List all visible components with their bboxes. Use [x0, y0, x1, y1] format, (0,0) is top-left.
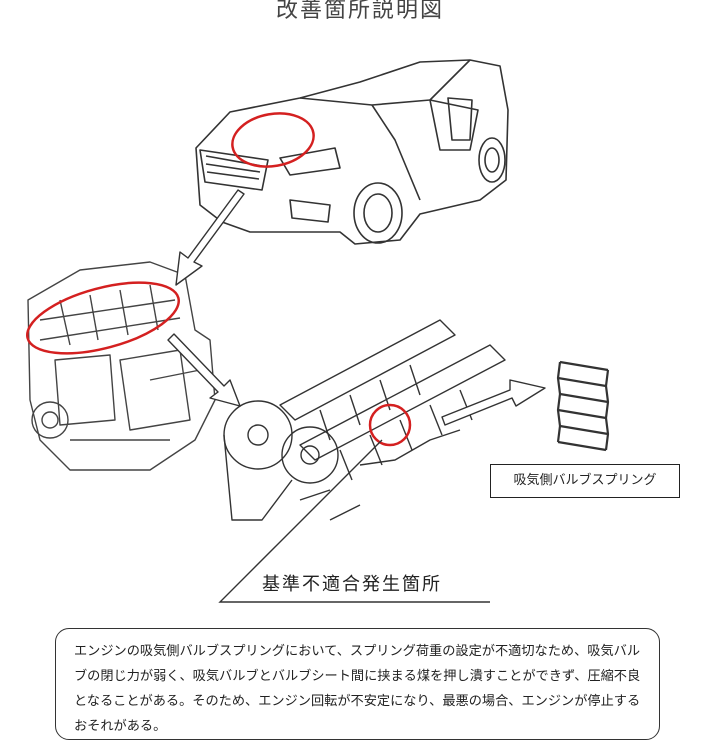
arrow-to-spring: [441, 379, 546, 426]
description-box: エンジンの吸気側バルブスプリングにおいて、スプリング荷重の設定が不適切なため、吸…: [55, 628, 660, 740]
valve-spring-highlight: [368, 403, 412, 447]
pointer-arrows: [167, 189, 546, 426]
arrow-car-to-engine: [175, 189, 245, 286]
page-title: 改善箇所説明図: [275, 0, 444, 23]
defect-leader-line: [218, 439, 490, 603]
camshaft-illustration: [223, 319, 506, 521]
spring-label: 吸気側バルブスプリング: [490, 464, 680, 498]
defect-location-label: 基準不適合発生箇所: [262, 574, 442, 595]
engine-illustration: [27, 261, 216, 471]
arrow-engine-to-camshaft: [167, 333, 241, 407]
engine-head-highlight: [26, 281, 180, 355]
car-illustration: [195, 59, 509, 245]
car-hood-highlight: [231, 112, 315, 168]
valve-spring-illustration: [556, 360, 610, 452]
highlight-circles: [26, 112, 412, 447]
